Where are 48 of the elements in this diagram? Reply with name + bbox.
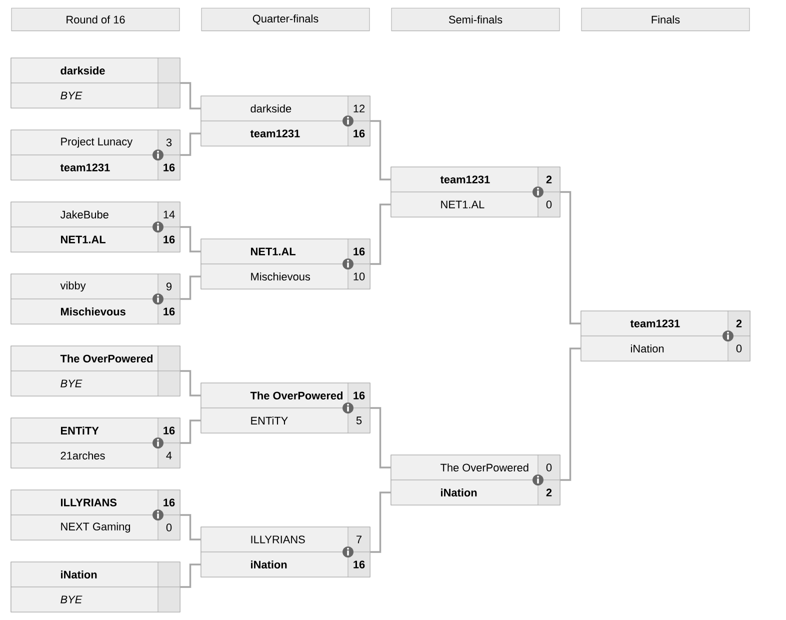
bracket-connector <box>370 492 391 553</box>
bracket-connector <box>180 132 201 156</box>
bracket-connector <box>370 407 391 468</box>
team-row: vibby 9 <box>10 274 180 300</box>
team-row: BYE <box>10 82 180 108</box>
team-row: The OverPowered 16 <box>200 382 370 408</box>
team-row: 21arches 4 <box>10 442 180 468</box>
team-row: NEXT Gaming 0 <box>10 514 180 540</box>
bracket-connector <box>180 226 201 252</box>
team-row: The OverPowered <box>10 346 180 372</box>
bracket-connector <box>560 348 581 481</box>
team-row: BYE <box>10 370 180 396</box>
team-row: The OverPowered 0 <box>390 454 560 480</box>
team-row: ENTiTY 16 <box>10 418 180 444</box>
bracket-connector <box>180 82 201 110</box>
bracket-connector <box>180 420 201 444</box>
team-row: NET1.AL 16 <box>10 226 180 252</box>
team-row: ILLYRIANS 7 <box>200 526 370 552</box>
team-row: team1231 16 <box>10 154 180 180</box>
team-row: BYE <box>10 586 180 612</box>
team-row: team1231 2 <box>580 310 750 336</box>
bracket-connector <box>180 514 201 540</box>
team-row: Mischievous 16 <box>10 298 180 324</box>
team-row: ILLYRIANS 16 <box>10 490 180 516</box>
team-row: iNation 0 <box>580 336 750 362</box>
bracket-connector <box>180 276 201 300</box>
team-row: iNation <box>10 562 180 588</box>
bracket-connector <box>180 564 201 588</box>
team-row: NET1.AL 16 <box>200 238 370 264</box>
team-row: iNation 16 <box>200 552 370 578</box>
bracket-connector <box>560 191 581 324</box>
team-row: NET1.AL 0 <box>390 192 560 218</box>
column-header: Quarter-finals <box>201 8 370 32</box>
team-row: JakeBube 14 <box>10 202 180 228</box>
team-row: Mischievous 10 <box>200 264 370 290</box>
team-row: iNation 2 <box>390 480 560 506</box>
column-header: Semi-finals <box>391 8 560 32</box>
team-row: darkside <box>10 58 180 84</box>
column-header: Round of 16 <box>11 8 180 32</box>
team-row: team1231 2 <box>390 166 560 192</box>
team-row: Project Lunacy 3 <box>10 130 180 156</box>
team-row: darkside 12 <box>200 96 370 122</box>
bracket-connector <box>370 204 391 265</box>
team-row: team1231 16 <box>200 120 370 146</box>
column-header: Finals <box>581 8 750 32</box>
bracket-connector <box>370 120 391 180</box>
team-row: ENTiTY 5 <box>200 408 370 434</box>
bracket-connector <box>180 370 201 396</box>
